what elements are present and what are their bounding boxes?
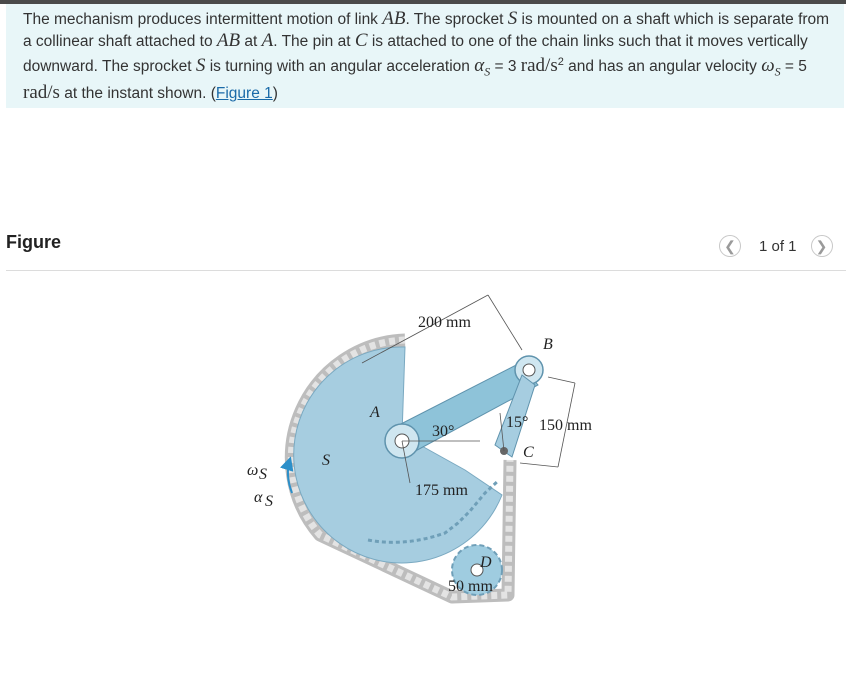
problem-text: at [240, 33, 262, 50]
label-b: B [543, 336, 553, 353]
math-sub-s: S [774, 64, 781, 79]
label-200mm: 200 mm [418, 314, 471, 331]
label-175mm: 175 mm [415, 482, 468, 499]
label-alpha: α [254, 489, 263, 506]
label-a: A [369, 404, 380, 421]
problem-text: = 5 [780, 58, 807, 76]
dimension-lines [361, 294, 576, 484]
top-bar [0, 0, 846, 4]
problem-text: . The pin at [273, 33, 355, 50]
pager-count: 1 of 1 [759, 237, 797, 255]
section-divider [6, 270, 846, 271]
problem-text: The mechanism produces intermittent moti… [23, 11, 383, 28]
math-unit-rad-s: rad/s [23, 82, 60, 104]
problem-text: is turning with an angular acceleration [205, 58, 475, 76]
math-sup-2: 2 [557, 56, 564, 68]
prev-figure-button[interactable]: ❮ [719, 235, 741, 257]
label-s: S [322, 452, 330, 469]
math-unit-rad-s2: rad/s [520, 55, 558, 77]
gear-d [451, 544, 503, 596]
label-15deg: 15° [506, 414, 528, 431]
math-ab: AB [382, 8, 406, 29]
math-sub-s: S [484, 64, 491, 79]
math-s: S [507, 8, 518, 29]
label-c: C [523, 444, 534, 461]
label-omega-sub: S [259, 466, 267, 483]
angular-velocity-arrow-icon [279, 456, 294, 494]
label-150mm: 150 mm [539, 417, 592, 434]
mechanism-diagram: 200 mm B A 30° 15° 150 mm C S ω S α S 17… [247, 294, 592, 604]
problem-text: and has an angular velocity [563, 58, 762, 76]
label-d: D [479, 554, 492, 571]
math-alpha: α [474, 55, 485, 77]
problem-text: = 3 [490, 58, 521, 76]
label-alpha-sub: S [265, 493, 273, 510]
problem-text: at the instant shown. ( [59, 85, 216, 103]
math-s: S [195, 55, 206, 77]
figure-pager: ❮ 1 of 1 ❯ [719, 233, 833, 259]
math-omega: ω [761, 55, 775, 77]
problem-statement: The mechanism produces intermittent moti… [6, 4, 844, 108]
math-ab: AB [216, 30, 241, 51]
math-c: C [354, 30, 368, 51]
mechanism-figure: 200 mm B A 30° 15° 150 mm C S ω S α S 17… [230, 285, 630, 615]
math-a: A [261, 30, 274, 51]
problem-text: . The sprocket [405, 11, 508, 28]
next-figure-button[interactable]: ❯ [810, 235, 833, 257]
chain [284, 333, 517, 604]
label-30deg: 30° [432, 423, 454, 440]
problem-text: ) [272, 85, 278, 103]
figure-1-link[interactable]: Figure 1 [215, 85, 273, 103]
problem-text: is mounted on a shaft which is separate … [23, 11, 830, 50]
problem-text: is attached to one of the chain links su… [23, 33, 808, 76]
figure-title: Figure [6, 232, 62, 252]
label-omega: ω [247, 462, 258, 479]
chevron-left-icon: ❮ [724, 237, 736, 254]
chevron-right-icon: ❯ [815, 237, 828, 254]
label-50mm: 50 mm [448, 578, 493, 595]
